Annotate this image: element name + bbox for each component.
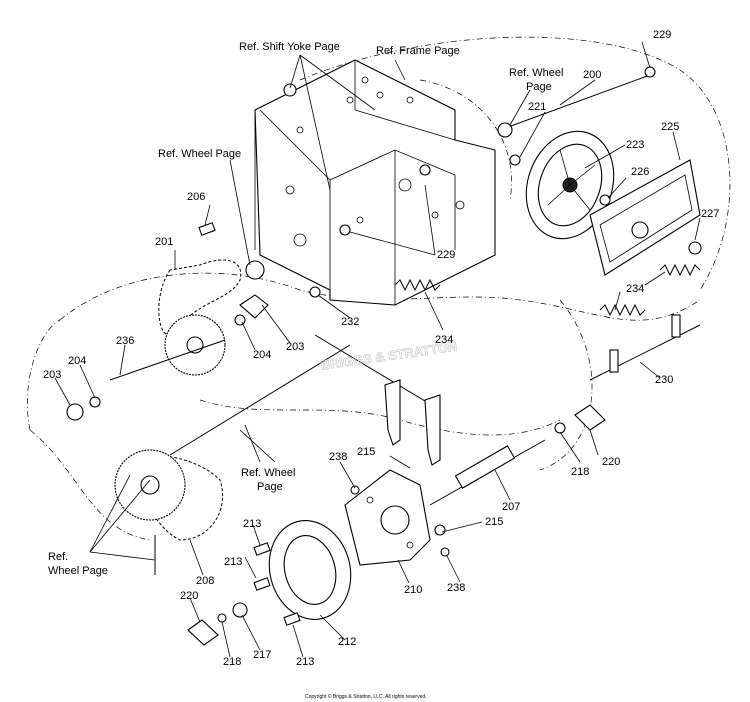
ref-wheel-bottom-line1: Ref. [48,551,68,563]
label-223: 223 [626,139,644,151]
label-220-right: 220 [602,456,620,468]
springs [394,263,701,317]
label-204-right: 204 [253,349,271,361]
label-203-left: 203 [43,369,61,381]
lower-sprocket [114,449,186,575]
ref-wheel-mid-line2: Page [257,481,283,493]
label-238-bottom: 238 [447,582,465,594]
label-213-c: 213 [296,656,314,668]
label-213-a: 213 [243,518,261,530]
bearing-plate [589,159,702,276]
label-210: 210 [404,584,422,596]
part-number-labels: 229 200 221 223 225 226 227 206 201 229 … [43,29,719,668]
leader-lines [54,41,701,658]
ref-wheel-top-line1: Ref. Wheel [509,67,563,79]
ref-frame-page: Ref. Frame Page [376,45,460,57]
label-201: 201 [155,236,173,248]
ref-shift-yoke-page: Ref. Shift Yoke Page [239,41,340,53]
label-230: 230 [655,374,673,386]
label-229-top: 229 [653,29,671,41]
ref-wheel-page-top: Ref. Wheel Page [158,148,241,160]
label-220-left: 220 [180,590,198,602]
label-236: 236 [116,335,134,347]
label-238-top: 238 [329,451,347,463]
label-203-right: 203 [286,341,304,353]
ref-wheel-top-line2: Page [526,81,552,93]
label-234-left: 234 [435,334,453,346]
reference-labels: Ref. Shift Yoke Page Ref. Frame Page Ref… [48,41,563,577]
upper-chain [158,259,242,336]
shift-lever [314,334,441,466]
label-221: 221 [528,101,546,113]
label-227: 227 [701,208,719,220]
label-229-mid: 229 [437,249,455,261]
label-215-bottom: 215 [485,516,503,528]
copyright: Copyright © Briggs & Stratton, LLC. All … [305,693,427,700]
label-208: 208 [196,575,214,587]
label-206: 206 [187,191,205,203]
lower-pulley [268,520,352,620]
label-200: 200 [583,69,601,81]
fasteners [187,83,611,646]
label-234-right: 234 [626,283,644,295]
frame-housing [254,59,496,306]
label-217: 217 [253,649,271,661]
label-218-left: 218 [223,656,241,668]
middle-shaft [169,344,351,456]
label-215-top: 215 [357,446,375,458]
label-225: 225 [661,121,679,133]
ref-wheel-bottom-line2: Wheel Page [48,565,108,577]
label-232: 232 [341,316,359,328]
label-213-b: 213 [224,556,242,568]
label-218-right: 218 [571,466,589,478]
upper-sprocket [164,314,226,376]
drive-bracket [344,469,431,566]
label-226: 226 [631,166,649,178]
axle-shaft [66,339,226,421]
drive-shaft [429,439,546,506]
label-207: 207 [502,501,520,513]
ref-wheel-mid-line1: Ref. Wheel [241,467,295,479]
label-204-left: 204 [68,355,86,367]
upper-pulley [525,130,615,240]
shift-rod [589,314,701,381]
label-212: 212 [338,636,356,648]
